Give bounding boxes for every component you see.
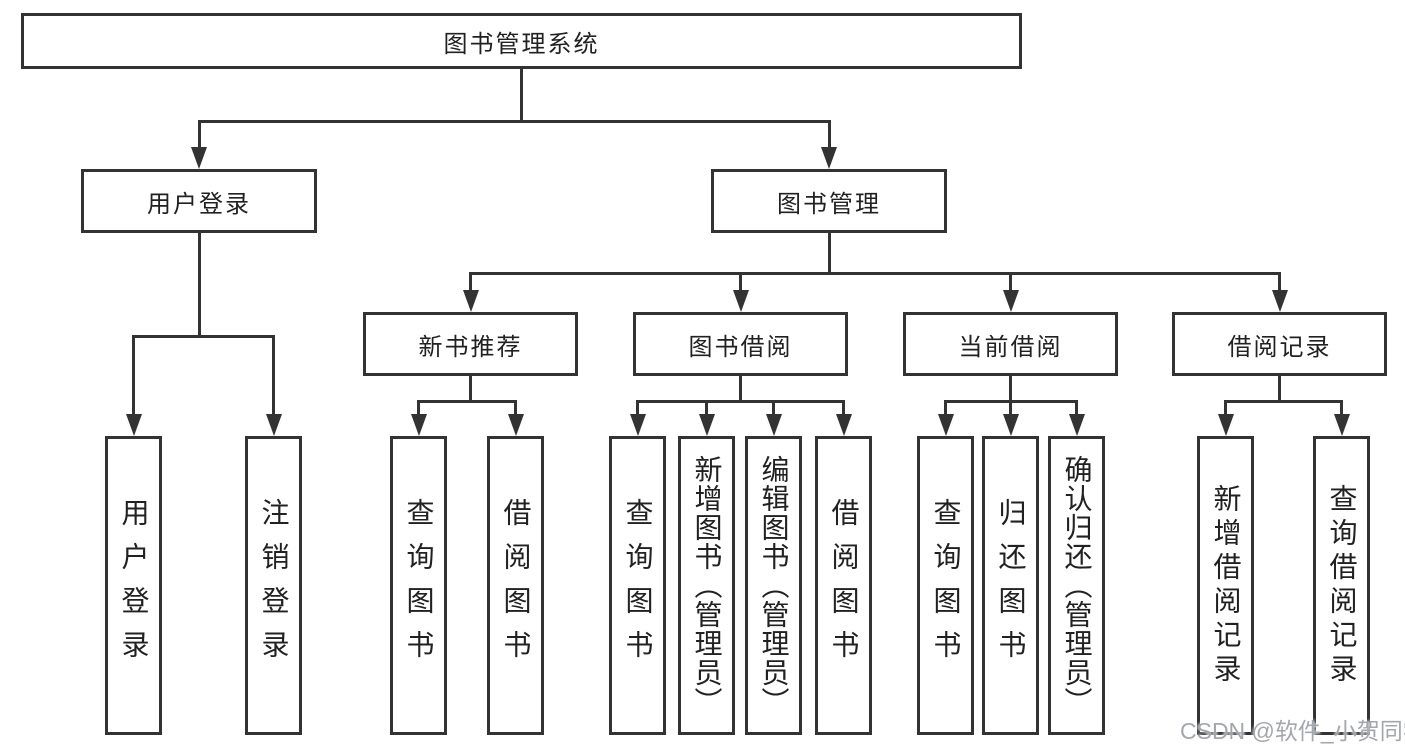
arrow-down [125, 335, 142, 436]
arrow-down [765, 400, 782, 436]
node-current-borrowing: 当前借阅 [903, 312, 1118, 376]
connector-line [1278, 376, 1281, 400]
connector-level3-bar [469, 272, 1281, 275]
node-bb-edit-books-admin: 编辑图书（管理员） [745, 436, 802, 735]
connector-line [197, 233, 201, 335]
node-nb-borrow-books: 借阅图书 [487, 436, 544, 735]
node-label: 归还图书 [995, 497, 1027, 674]
arrow-down [410, 400, 427, 436]
node-label: 图书管理 [777, 190, 881, 218]
node-logout: 注销登录 [245, 436, 302, 735]
arrow-down [698, 400, 715, 436]
arrow-down [1333, 400, 1350, 436]
connector-root-trunk [520, 69, 523, 120]
node-bb-query-books: 查询图书 [609, 436, 666, 735]
connector-line [1224, 400, 1343, 403]
node-book-management: 图书管理 [711, 169, 947, 233]
node-br-add-record: 新增借阅记录 [1197, 436, 1254, 735]
node-bb-add-books-admin: 新增图书（管理员） [678, 436, 735, 735]
node-cb-confirm-return-admin: 确认归还（管理员） [1048, 436, 1105, 735]
arrow-down [629, 400, 646, 436]
csdn-watermark: CSDN @软件_小贺同学 [1180, 718, 1405, 744]
node-label: 查询图书 [930, 497, 962, 674]
arrow-down [191, 120, 207, 169]
arrow-down [821, 120, 837, 169]
node-label: 用户登录 [147, 190, 251, 218]
node-label: 图书借阅 [688, 333, 793, 361]
node-book-borrowing: 图书借阅 [633, 312, 848, 376]
arrow-down [1002, 272, 1019, 312]
node-user-login-leaf: 用户登录 [105, 436, 162, 735]
connector-level2-bar [197, 120, 831, 123]
arrow-down [1068, 400, 1085, 436]
connector-line [417, 400, 517, 403]
arrow-down [1217, 400, 1234, 436]
connector-line [739, 376, 742, 400]
arrow-down [462, 272, 479, 312]
connector-line [132, 335, 275, 338]
node-label: 查询图书 [403, 497, 435, 674]
node-cb-return-books: 归还图书 [982, 436, 1039, 735]
node-library-management-system: 图书管理系统 [21, 13, 1022, 69]
node-label: 新增借阅记录 [1210, 483, 1242, 688]
arrow-down [835, 400, 852, 436]
node-user-login: 用户登录 [81, 169, 317, 233]
node-borrowing-records: 借阅记录 [1172, 312, 1387, 376]
node-label: 编辑图书（管理员） [758, 455, 790, 716]
node-label: 借阅图书 [828, 497, 860, 674]
node-nb-query-books: 查询图书 [390, 436, 447, 735]
node-cb-query-books: 查询图书 [917, 436, 974, 735]
node-label: 查询借阅记录 [1326, 483, 1358, 688]
node-label: 当前借阅 [958, 333, 1063, 361]
node-label: 查询图书 [622, 497, 654, 674]
arrow-down [265, 335, 282, 436]
arrow-down [937, 400, 954, 436]
node-label: 新增图书（管理员） [691, 455, 723, 716]
arrow-down [507, 400, 524, 436]
arrow-down [732, 272, 749, 312]
connector-line [636, 400, 845, 403]
node-label: 图书管理系统 [443, 30, 600, 58]
node-br-query-record: 查询借阅记录 [1313, 436, 1370, 735]
arrow-down [1271, 272, 1288, 312]
node-label: 用户登录 [118, 497, 150, 674]
connector-line [469, 376, 472, 400]
connector-line [827, 233, 831, 272]
arrow-down [1002, 400, 1019, 436]
node-label: 借阅图书 [500, 497, 532, 674]
node-label: 确认归还（管理员） [1061, 455, 1093, 716]
connector-line [1009, 376, 1012, 400]
node-label: 注销登录 [258, 497, 290, 674]
node-new-book-recommend: 新书推荐 [363, 312, 578, 376]
node-bb-borrow-books: 借阅图书 [815, 436, 872, 735]
node-label: 借阅记录 [1227, 333, 1332, 361]
node-label: 新书推荐 [418, 333, 523, 361]
